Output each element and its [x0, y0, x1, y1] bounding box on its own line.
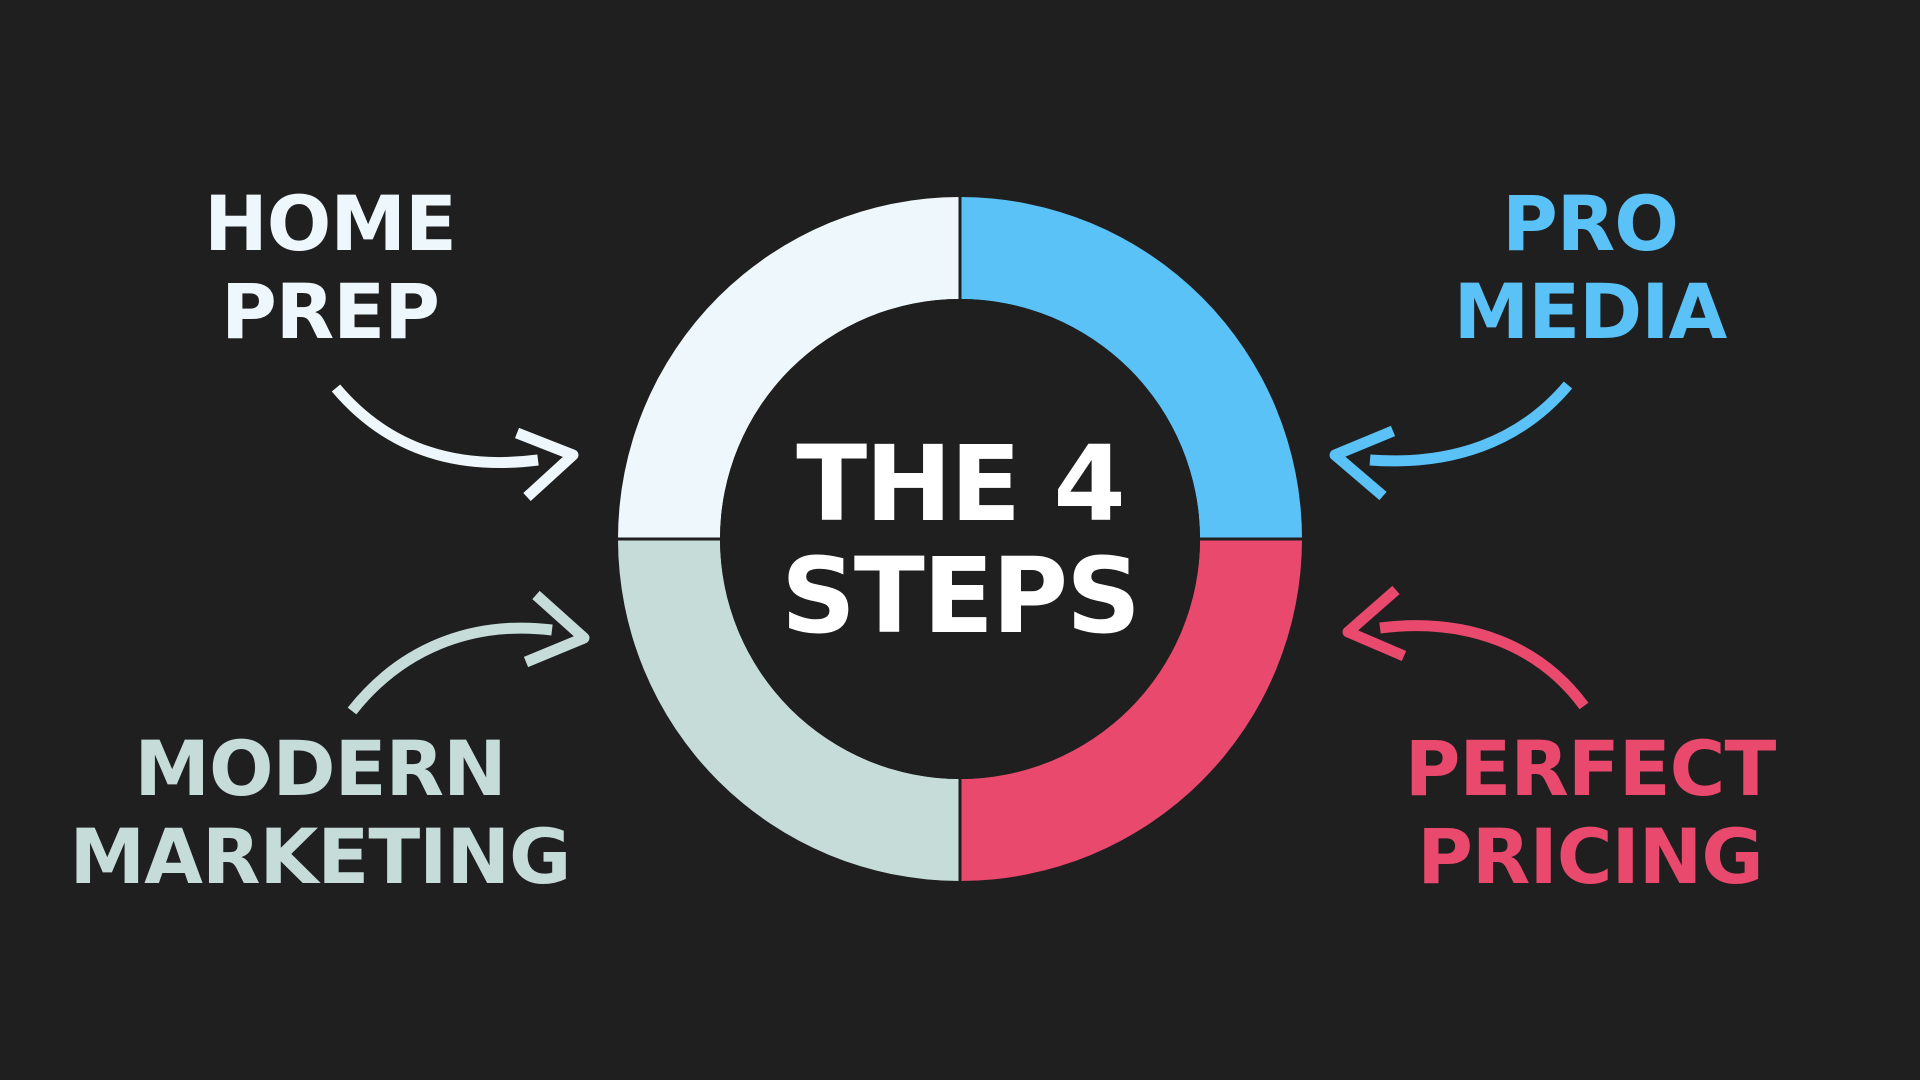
perfect-pricing-line-1: PERFECT — [1404, 724, 1777, 813]
arrow-modern-marketing-icon — [347, 590, 590, 715]
ring-segment-perfect-pricing — [960, 539, 1302, 881]
center-title: THE 4 STEPS — [760, 428, 1160, 652]
pro-media-line-1: PRO — [1502, 179, 1679, 268]
ring-segment-modern-marketing — [618, 539, 960, 881]
home-prep-line-2: PREP — [221, 267, 440, 356]
ring-segment-home-prep — [618, 197, 960, 539]
step-label-perfect-pricing: PERFECT PRICING — [1390, 725, 1790, 901]
step-label-modern-marketing: MODERN MARKETING — [60, 725, 580, 901]
center-title-line-2: STEPS — [780, 535, 1141, 657]
arrow-pro-media-icon — [1329, 381, 1573, 501]
ring-center-hole — [720, 299, 1200, 779]
pro-media-line-2: MEDIA — [1453, 267, 1728, 356]
perfect-pricing-line-2: PRICING — [1417, 812, 1764, 901]
arrow-home-prep-icon — [331, 384, 579, 502]
ring-segment-pro-media — [960, 197, 1302, 539]
modern-marketing-line-2: MARKETING — [69, 812, 572, 901]
step-label-pro-media: PRO MEDIA — [1440, 180, 1740, 356]
home-prep-line-1: HOME — [204, 179, 457, 268]
center-title-line-1: THE 4 — [796, 423, 1126, 545]
step-label-home-prep: HOME PREP — [170, 180, 490, 356]
arrow-perfect-pricing-icon — [1342, 585, 1589, 710]
modern-marketing-line-1: MODERN — [134, 724, 506, 813]
